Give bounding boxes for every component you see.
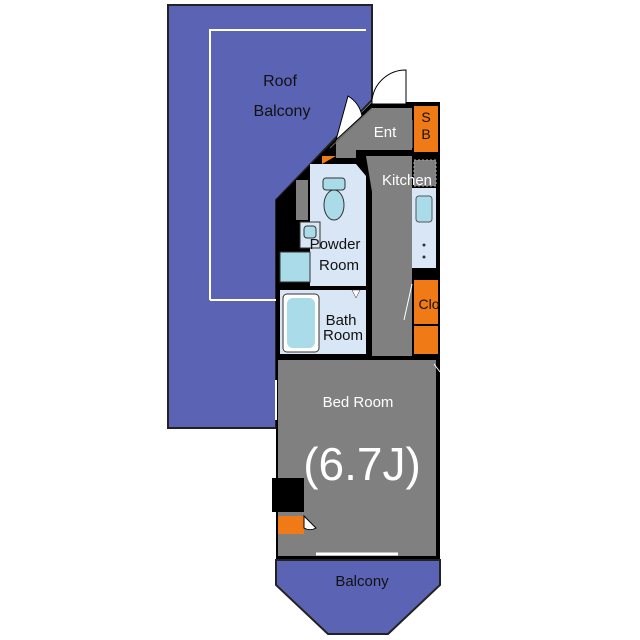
kitchen	[366, 156, 437, 356]
balcony	[275, 559, 441, 635]
bed-room	[272, 360, 441, 556]
closet	[403, 280, 438, 354]
bed-room-size: (6.7J)	[303, 438, 421, 490]
shoe-box	[414, 106, 438, 152]
closet-label: Clo	[418, 296, 439, 312]
kitchen-label: Kitchen	[382, 172, 432, 189]
shoe-box-label-1: S	[421, 109, 430, 125]
balcony-label: Balcony	[335, 573, 389, 590]
roof-balcony-door	[335, 95, 363, 142]
powder-room-label-2: Room	[319, 257, 359, 274]
entry-door	[371, 69, 407, 105]
entrance-label: Ent	[374, 124, 397, 141]
roof-balcony-label-1: Roof	[263, 73, 297, 90]
bath-room-label-1: Bath	[326, 312, 357, 329]
bath-room	[280, 289, 366, 354]
bed-room-label: Bed Room	[323, 394, 394, 411]
powder-room	[279, 156, 366, 286]
bath-room-label-2: Room	[323, 327, 363, 344]
entrance	[329, 107, 413, 158]
powder-room-label-1: Powder	[310, 236, 361, 253]
shoe-box-label-2: B	[421, 126, 430, 142]
roof-balcony-label-2: Balcony	[254, 103, 311, 120]
